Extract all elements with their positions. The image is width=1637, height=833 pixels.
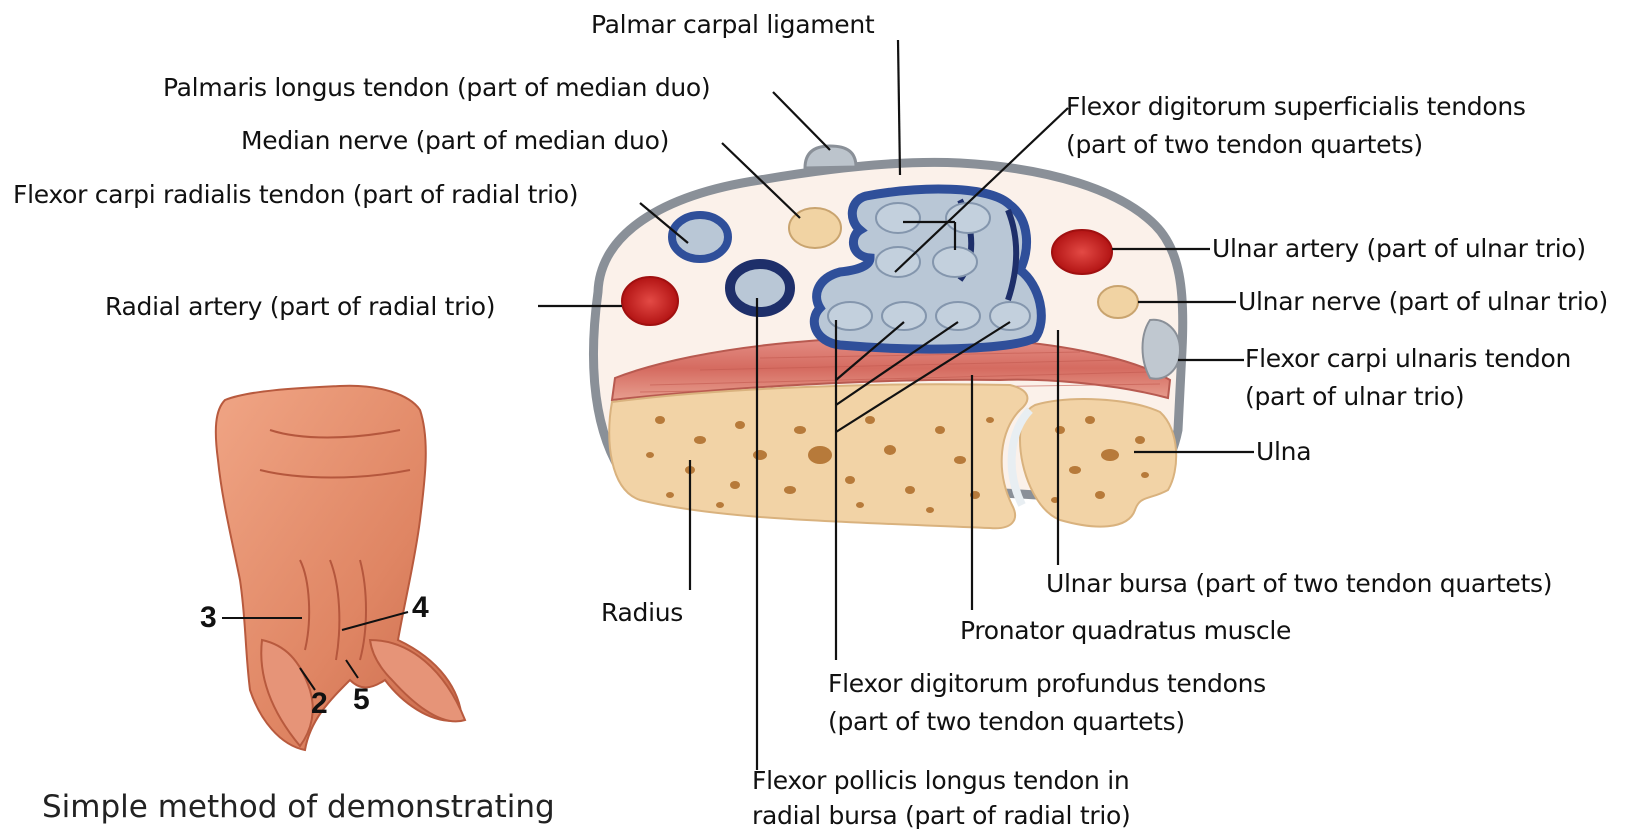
hand-illustration [216, 386, 465, 750]
label-palmar-carpal-ligament: Palmar carpal ligament [591, 8, 874, 42]
label-radial-artery: Radial artery (part of radial trio) [105, 290, 495, 324]
finger-number-3: 3 [200, 603, 217, 633]
label-fdp-line2: (part of two tendon quartets) [828, 705, 1185, 739]
ulnar-nerve-shape [1098, 286, 1138, 318]
label-fdp-line1: Flexor digitorum profundus tendons [828, 667, 1266, 701]
finger-number-4: 4 [412, 593, 429, 623]
finger-number-2: 2 [311, 689, 328, 719]
label-fcu-line2: (part of ulnar trio) [1245, 380, 1464, 414]
label-ulnar-nerve: Ulnar nerve (part of ulnar trio) [1238, 285, 1608, 319]
label-ulnar-artery: Ulnar artery (part of ulnar trio) [1212, 232, 1586, 266]
label-fcu-line1: Flexor carpi ulnaris tendon [1245, 342, 1571, 376]
label-fpl-line1: Flexor pollicis longus tendon in [752, 764, 1129, 798]
label-flexor-carpi-radialis: Flexor carpi radialis tendon (part of ra… [13, 178, 578, 212]
label-fpl-line2: radial bursa (part of radial trio) [752, 799, 1130, 833]
radial-artery-shape [622, 277, 678, 325]
label-fds-line2: (part of two tendon quartets) [1066, 128, 1423, 162]
caption-text: Simple method of demonstrating [42, 789, 555, 825]
ulnar-artery-shape [1052, 230, 1112, 274]
label-median-nerve: Median nerve (part of median duo) [241, 124, 669, 158]
flexor-pollicis-longus-shape [730, 264, 790, 312]
label-palmaris-longus: Palmaris longus tendon (part of median d… [163, 71, 710, 105]
finger-number-5: 5 [353, 685, 370, 715]
label-radius: Radius [601, 596, 683, 630]
ulna-bone-shape [1020, 399, 1176, 526]
label-ulnar-bursa: Ulnar bursa (part of two tendon quartets… [1046, 567, 1552, 601]
label-ulna: Ulna [1256, 435, 1311, 469]
label-fds-line1: Flexor digitorum superficialis tendons [1066, 90, 1526, 124]
label-pronator-quadratus: Pronator quadratus muscle [960, 614, 1291, 648]
